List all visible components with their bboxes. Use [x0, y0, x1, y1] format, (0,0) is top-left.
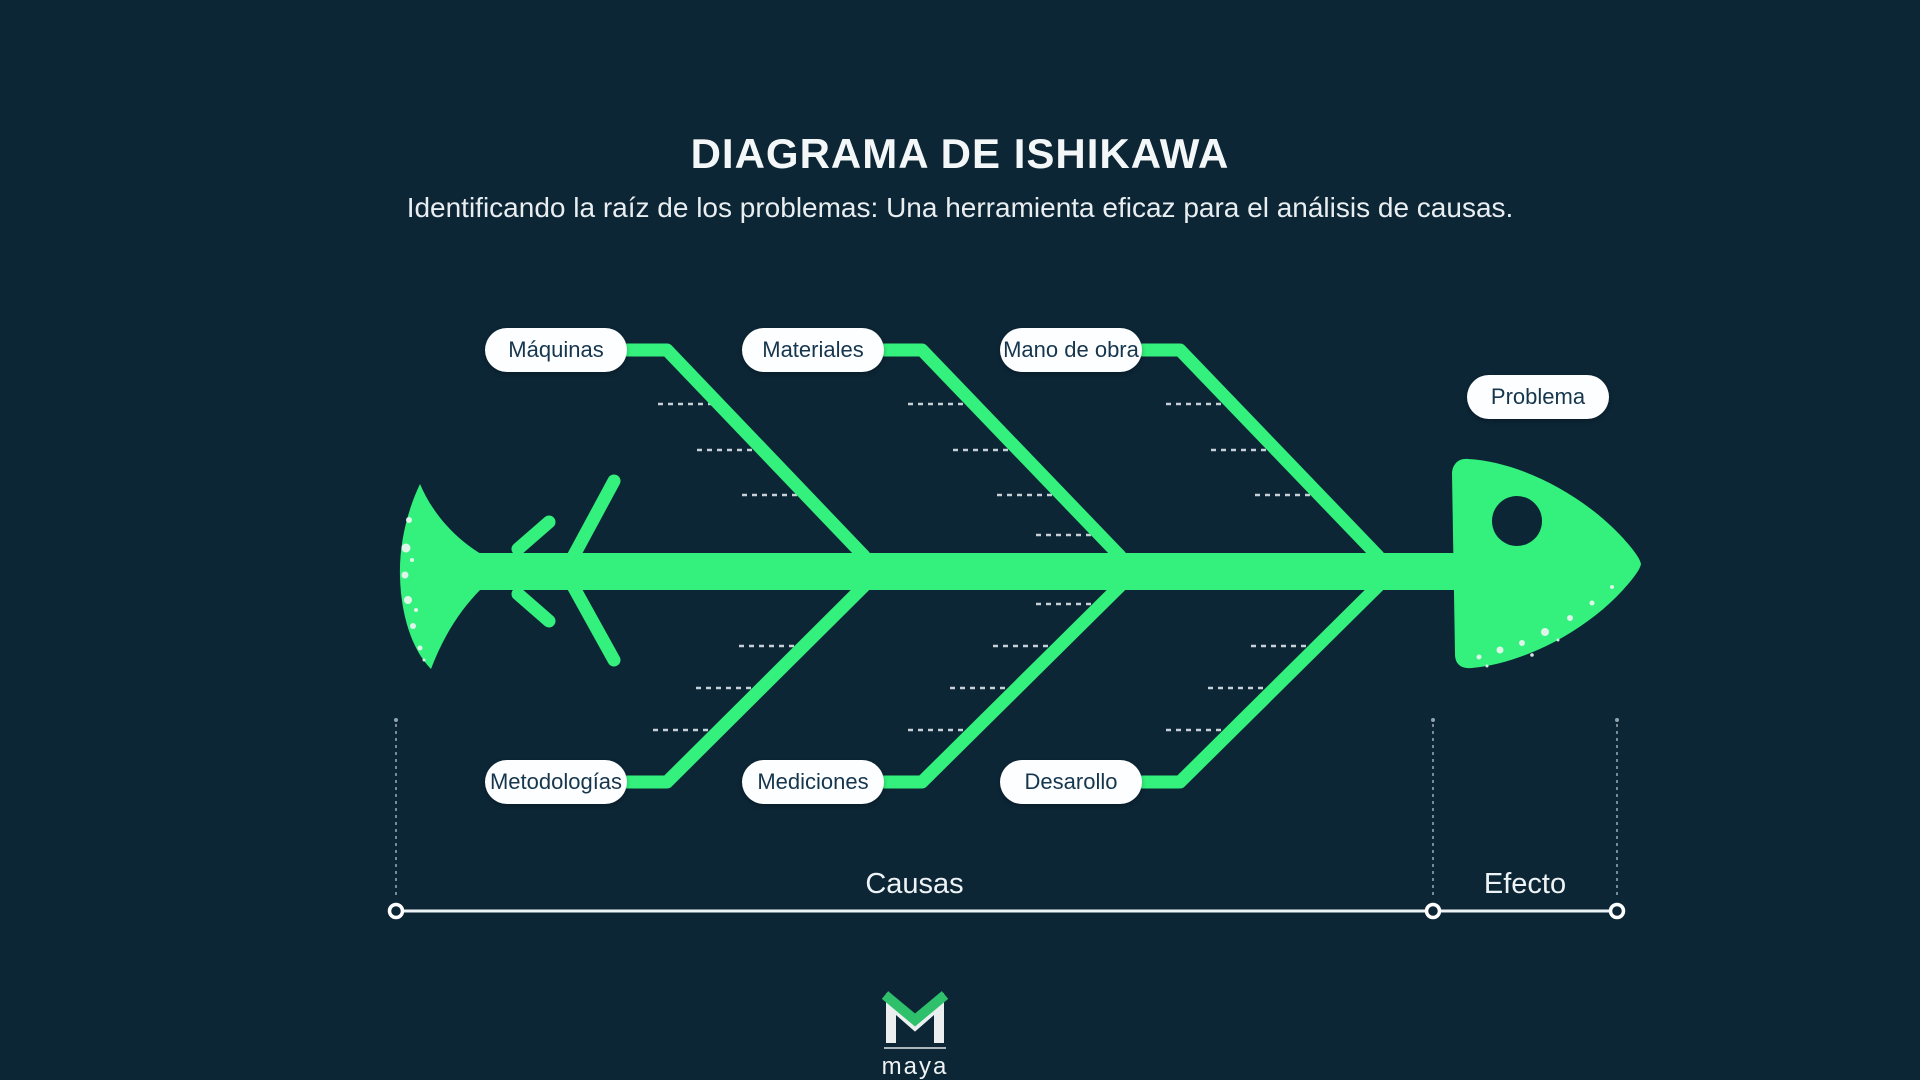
cause-label-metodologias: Metodologías	[485, 760, 627, 804]
fish-spine	[455, 553, 1467, 590]
axis-marker-middle	[1424, 902, 1442, 920]
axis-causas-label: Causas	[865, 868, 964, 900]
cause-label-desarollo: Desarollo	[1000, 760, 1142, 804]
bone-materiales	[875, 343, 1127, 563]
page-title: DIAGRAMA DE ISHIKAWA	[690, 130, 1230, 177]
bone-desarollo	[1133, 579, 1385, 789]
cause-label-maquinas: Máquinas	[485, 328, 627, 372]
brand-wordmark: maya	[881, 1053, 949, 1080]
maya-logo-icon	[881, 991, 949, 1049]
axis-marker-right	[1608, 902, 1626, 920]
cause-label-mediciones: Mediciones	[742, 760, 884, 804]
bone-mano-de-obra	[1133, 343, 1385, 563]
fish-fin-bones	[511, 474, 621, 667]
effect-label-problema: Problema	[1467, 375, 1609, 419]
cause-bones	[618, 343, 1385, 789]
axis-bracket	[387, 718, 1626, 920]
bone-mediciones	[875, 579, 1127, 789]
axis-marker-left	[387, 902, 405, 920]
fish-head	[1452, 458, 1641, 669]
page-subtitle: Identificando la raíz de los problemas: …	[406, 192, 1514, 223]
bone-maquinas	[618, 343, 871, 563]
bone-metodologias	[618, 579, 871, 789]
cause-label-materiales: Materiales	[742, 328, 884, 372]
fish-tail	[399, 484, 481, 669]
brand-logo: maya	[880, 990, 950, 1080]
axis-efecto-label: Efecto	[1483, 868, 1567, 900]
fish-eye	[1492, 496, 1542, 546]
cause-label-mano-de-obra: Mano de obra	[1000, 328, 1142, 372]
subcause-lines	[653, 402, 1313, 732]
grunge-texture	[401, 517, 1614, 668]
